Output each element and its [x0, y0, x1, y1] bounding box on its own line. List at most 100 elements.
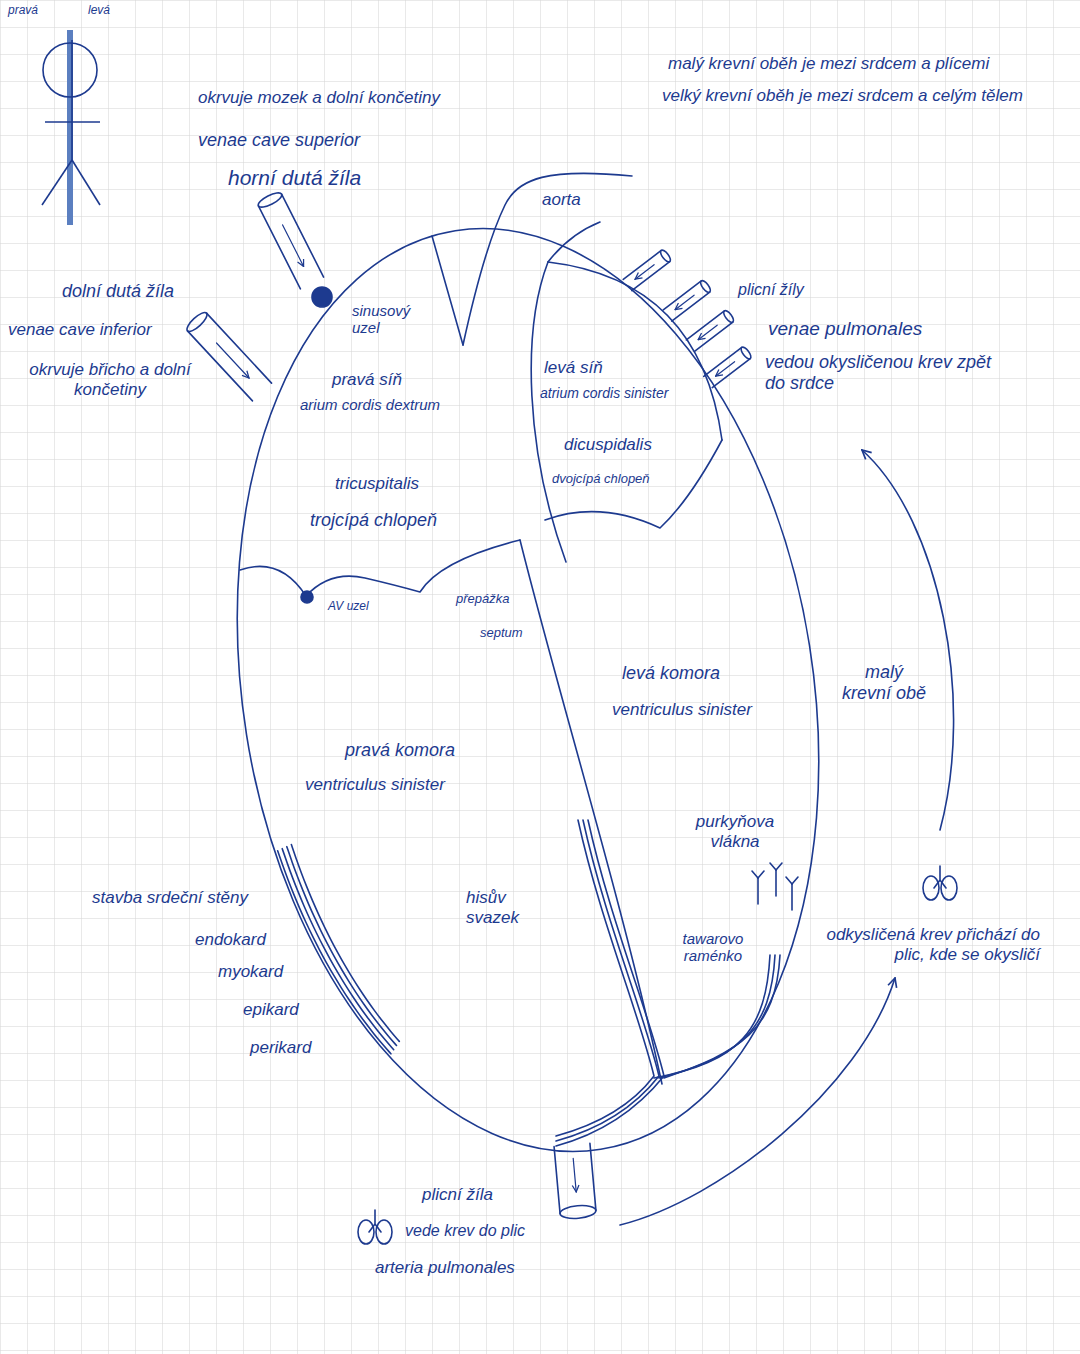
purkinje-fibre: [791, 884, 793, 910]
vessel-wall: [663, 281, 701, 310]
figure-leg: [72, 160, 100, 205]
heart-drawing: [174, 173, 957, 1244]
purkinje-fibre: [758, 871, 764, 878]
node-name: AV uzel: [328, 600, 369, 614]
lung-lobe: [923, 876, 939, 900]
purkinje-fibre: [775, 870, 777, 896]
vessel-note: vede krev do plic: [405, 1222, 525, 1240]
flow-arrow: [716, 362, 735, 377]
vessel-wall: [207, 313, 272, 383]
vessel-name: aorta: [542, 190, 581, 210]
lungs-icon: [358, 1210, 392, 1244]
left-atrium-wall: [531, 262, 566, 562]
note-text: malý krevní oběh je mezi srdcem a plícem…: [668, 54, 989, 74]
chamber-name: levá komora: [622, 663, 720, 684]
purkinje-fibre: [757, 878, 759, 904]
latin-name: venae cave superior: [198, 130, 360, 151]
latin-name: arium cordis dextrum: [300, 396, 440, 413]
vessel-name: horní dutá žíla: [228, 166, 361, 190]
tricuspid-valve-line: [240, 540, 520, 596]
wall-layer-name: myokard: [218, 962, 283, 982]
wall-layer-name: endokard: [195, 930, 266, 950]
valve-name: trojcípá chlopeň: [310, 510, 437, 531]
latin-name: venae pulmonales: [768, 318, 922, 340]
vessel-note: okrvuje břicho a dolní končetiny: [25, 360, 195, 399]
his-bundle-line: [556, 820, 654, 1136]
vessel-wall: [686, 311, 724, 340]
tawara-branch-line: [664, 955, 780, 1078]
heart-wall-layer: [282, 849, 393, 1050]
heart-wall-layer: [291, 845, 399, 1042]
latin-name: septum: [480, 626, 523, 641]
vessel-wall: [695, 322, 733, 351]
vessel-name: dolní dutá žíla: [62, 281, 174, 302]
flow-arrow: [698, 325, 717, 340]
heart-wall-layer: [287, 847, 397, 1046]
inferior-vena-cava: [184, 310, 271, 401]
conduction-name: tawarovo raménko: [672, 930, 754, 965]
figure-head: [43, 43, 97, 97]
pulmonary-artery: [554, 1143, 596, 1219]
conduction-name: hisův svazek: [466, 888, 556, 927]
vessel-wall: [282, 194, 324, 277]
vessel-note: okrvuje mozek a dolní končetiny: [198, 88, 440, 108]
circulation-label: malý krevní obě: [838, 662, 930, 703]
av-node-dot: [301, 591, 313, 603]
circulation-arrow: [620, 978, 895, 1225]
flow-arrow: [217, 343, 250, 378]
latin-name: ventriculus sinister: [305, 775, 445, 795]
vessel-wall: [623, 250, 661, 279]
chamber-name: pravá síň: [332, 370, 402, 390]
atrium-wall: [432, 236, 463, 345]
pulmonary-vein: [686, 309, 735, 351]
latin-name: arteria pulmonales: [375, 1258, 515, 1278]
pulmonary-vein: [663, 279, 712, 321]
lung-lobe: [358, 1220, 374, 1244]
sinus-node-dot: [312, 287, 332, 307]
pulmonary-vein: [704, 346, 753, 388]
vessel-wall: [554, 1147, 560, 1214]
vessel-opening: [659, 249, 672, 264]
vessel-opening: [256, 190, 283, 210]
latin-name: atrium cordis sinister: [540, 385, 668, 401]
wall-layer-name: perikard: [250, 1038, 311, 1058]
vessel-wall: [187, 331, 252, 401]
his-bundle-line: [556, 820, 659, 1141]
part-name: přepážka: [456, 592, 509, 607]
valve-name: dicuspidalis: [564, 435, 652, 455]
vessel-opening: [739, 346, 752, 361]
figure-leg: [42, 160, 72, 205]
figure-body: [71, 40, 73, 160]
valve-name: dvojcípá chlopeň: [552, 472, 650, 487]
flow-arrow: [573, 1158, 576, 1192]
purkinje-fibre: [752, 871, 758, 878]
trachea: [369, 1210, 381, 1232]
tawara-branch-line: [659, 955, 775, 1078]
latin-name: ventriculus sinister: [612, 700, 752, 720]
lung-lobe: [941, 876, 957, 900]
flow-arrow: [635, 265, 654, 280]
vessel-name: plicní žíla: [422, 1185, 493, 1205]
vessel-opening: [560, 1204, 597, 1220]
vessel-opening: [184, 310, 209, 334]
vessel-name: plicní žíly: [738, 281, 804, 299]
vessel-wall: [590, 1143, 596, 1210]
heart-wall-layer: [278, 851, 391, 1054]
node-name: sinusový uzel: [352, 302, 422, 337]
orientation-label: pravá: [8, 4, 38, 18]
vessel-wall: [704, 347, 742, 376]
lung-lobe: [376, 1220, 392, 1244]
orientation-bar: [67, 30, 73, 225]
circulation-arrow: [862, 450, 954, 830]
vessel-opening: [699, 279, 712, 294]
note-text: velký krevní oběh je mezi srdcem a celým…: [662, 86, 1023, 106]
aorta-outline: [548, 222, 600, 262]
pulmonary-vein: [623, 249, 672, 291]
flow-arrow: [675, 295, 694, 310]
chamber-name: pravá komora: [345, 740, 455, 761]
flow-arrow: [283, 225, 304, 267]
conduction-name: purkyňova vlákna: [690, 812, 780, 851]
figure-arms: [45, 121, 100, 123]
